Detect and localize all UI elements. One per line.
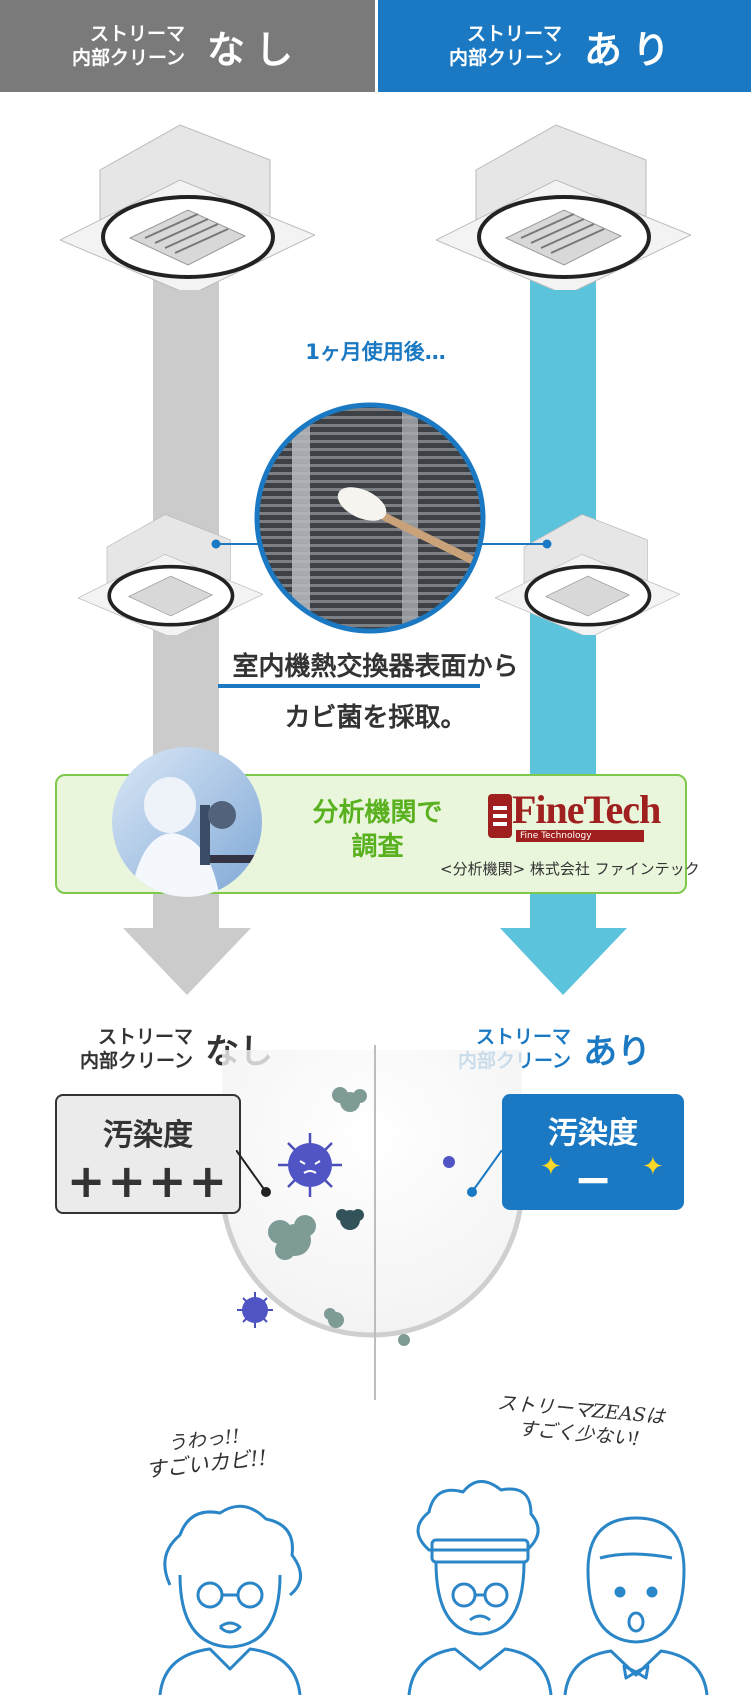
heat-exchanger-swab-photo [254,402,486,634]
mold-cluster-icon [268,1087,410,1346]
result-right-big: あり [583,1032,652,1072]
finetech-logo-text: FineTech [512,787,661,832]
sparkle-right-icon: ✦ [642,1152,664,1182]
germ-small-icon [237,1292,273,1328]
header-right-big: あり [584,27,681,72]
ac-unit-top-right-icon [436,124,691,290]
young-man-suit-illustration [563,1516,709,1695]
header-right-line2: 内部クリーン [448,47,563,69]
germ-tiny-icon [443,1156,455,1168]
finetech-logo-bar [516,830,644,842]
header-right-small: ストリーマ 内部クリーン [449,22,562,70]
petri-dish-illustration [219,1045,525,1400]
analysis-caption: <分析機関> 株式会社 ファインテック [440,860,700,878]
header-left-line1: ストリーマ [90,23,186,45]
sparkle-left-icon: ✦ [540,1152,562,1182]
after-one-month-label: 1ヶ月使用後… [305,340,446,364]
analysis-text-line2: 調査 [351,832,404,862]
chef-hat-scientist-illustration [407,1480,553,1695]
header-left: ストリーマ 内部クリーン なし [0,0,375,92]
analysis-text-line1: 分析機関で [312,798,443,828]
contamination-box-right: 汚染度 − ✦ ✦ [502,1094,684,1210]
analysis-text: 分析機関で 調査 [290,796,465,864]
speech-left: うわっ!! すごいカビ!! [128,1420,282,1483]
result-left-label-small: ストリーマ 内部クリーン [80,1025,193,1073]
contamination-value-left: ++++ [66,1154,230,1208]
thumbs-up-icon [488,794,512,838]
sampling-caption-line2: カビ菌を採取。 [284,703,467,733]
photo-connectors [211,539,552,549]
finetech-logo-sub: Fine Technology [520,831,592,841]
ac-unit-top-left-icon [60,124,315,290]
result-left-line1: ストリーマ [98,1025,194,1048]
right-box-connector [467,1150,503,1197]
caption-underline [218,684,480,688]
speech-right: ストリーマZEASは すごく少ない! [478,1389,681,1454]
header-left-small: ストリーマ 内部クリーン [72,22,185,70]
ac-unit-mid-right-icon [495,514,680,635]
germ-dark-icon [336,1209,364,1230]
header-right: ストリーマ 内部クリーン あり [378,0,751,92]
speech-left-line2: すごいカビ!! [144,1445,269,1483]
germ-large-icon [278,1133,342,1197]
header-left-line2: 内部クリーン [71,47,186,69]
left-box-connector [236,1150,271,1197]
contamination-value-right: − [573,1152,613,1206]
scientist-curly-hair-illustration [158,1504,302,1695]
sampling-caption-line1: 室内機熱交換器表面から [232,652,519,682]
result-right-line1: ストリーマ [476,1025,572,1048]
contamination-title-left: 汚染度 [103,1118,193,1153]
header-left-big: なし [207,27,304,72]
header-right-line1: ストリーマ [467,23,563,45]
finetech-logo: FineTech Fine Technology [484,788,661,844]
ac-unit-mid-left-icon [78,514,263,635]
result-left-line2: 内部クリーン [80,1049,194,1072]
lab-researcher-photo [112,747,262,897]
contamination-box-left: 汚染度 ++++ [55,1094,241,1214]
contamination-title-right: 汚染度 [548,1116,638,1151]
